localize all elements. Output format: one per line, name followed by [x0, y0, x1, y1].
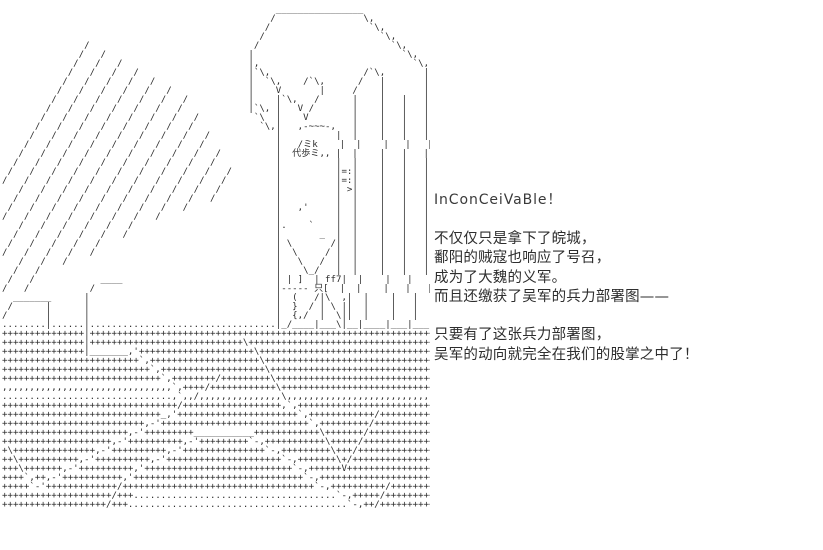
ascii-art-illustration: ________________ / \, / `\,: [2, 5, 430, 510]
ascii-art-canvas: ________________ / \, / `\,: [2, 5, 430, 510]
dialogue-line-1: 不仅仅只是拿下了皖城，: [434, 230, 596, 247]
dialogue-line-5: 只要有了这张兵力部署图，: [434, 326, 611, 343]
dialogue-exclamation: InConCeiVaBle！: [434, 192, 563, 208]
dialogue-line-3: 成为了大魏的义军。: [434, 269, 567, 286]
dialogue-line-4: 而且还缴获了吴军的兵力部署图——: [434, 289, 670, 306]
dialogue-line-6: 吴军的动向就完全在我们的股掌之中了！: [434, 346, 699, 363]
dialogue-text-block: InConCeiVaBle！ 不仅仅只是拿下了皖城， 鄱阳的贼寇也响应了号召， …: [434, 191, 814, 365]
dialogue-line-2: 鄱阳的贼寇也响应了号召，: [434, 250, 611, 267]
dialogue-spacer-one: [434, 211, 814, 230]
dialogue-spacer-two: [434, 308, 814, 326]
